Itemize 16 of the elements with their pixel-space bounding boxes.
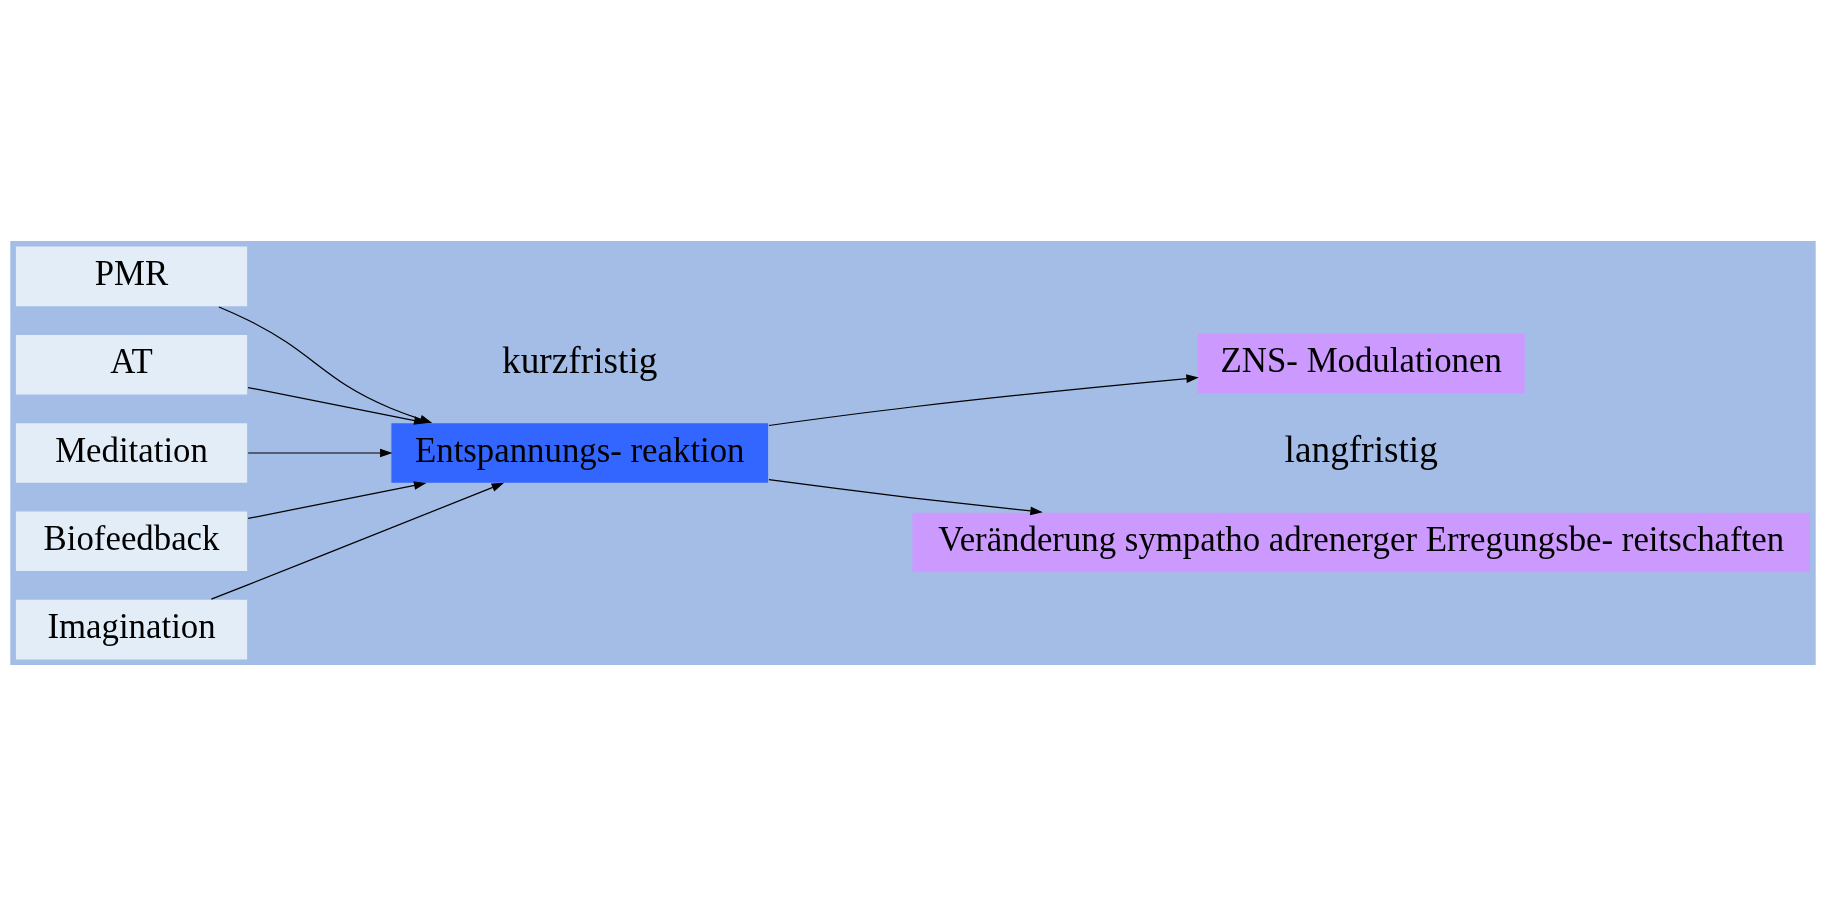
label: kurzfristig [501,339,657,381]
arrow [767,478,1043,515]
arrow [247,386,426,425]
arrow [767,373,1199,426]
node-box: Imagination [14,598,248,661]
node-box: Meditation [14,421,248,484]
node-box: Biofeedback [14,509,248,572]
arrow [247,448,392,457]
arrow [247,480,426,519]
node-box: Veränderung sympatho adrenerger Erregungsbe- reitschaften [910,510,1811,574]
arrow [210,482,504,600]
label: langfristig [1284,428,1438,470]
node-box: Entspannungs- reaktion [389,421,769,484]
node-box: ZNS- Modulationen [1196,331,1526,395]
node-box: AT [14,333,248,396]
node-box: PMR [14,244,248,307]
